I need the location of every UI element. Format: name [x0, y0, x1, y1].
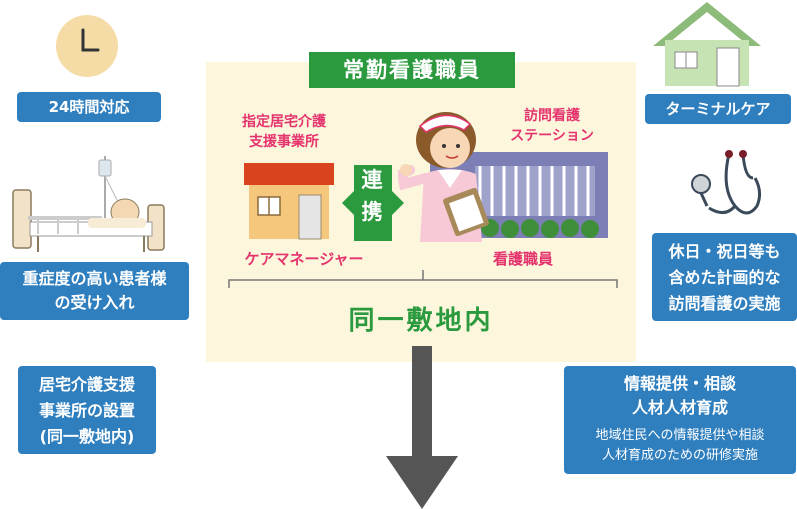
home-care-office-box: 居宅介護支援 事業所の設置 (同一敷地内): [18, 366, 156, 454]
severe-patients-line2: の受け入れ: [54, 293, 135, 312]
renkei-text: 連 携: [352, 164, 392, 228]
station-label-line1: 訪問看護: [524, 108, 580, 124]
24-hour-support-label: 24時間対応: [48, 98, 130, 116]
center-title: 常勤看護職員: [309, 52, 515, 88]
info-consult-box: 情報提供・相談 人材人材育成 地域住民への情報提供や相談 人材育成のための研修実…: [564, 366, 796, 474]
office-label-line2: 支援事業所: [249, 134, 319, 150]
info-consult-title2: 人材人材育成: [631, 398, 728, 417]
down-arrow-icon: [386, 346, 458, 509]
house-icon: [653, 2, 761, 87]
info-consult-title1: 情報提供・相談: [623, 374, 736, 393]
holiday-visits-box: 休日・祝日等も 含めた計画的な 訪問看護の実施: [652, 233, 797, 321]
home-care-office-line1: 居宅介護支援: [38, 375, 135, 394]
info-consult-sub1: 地域住民への情報提供や相談: [595, 428, 765, 443]
home-care-office-line2: 事業所の設置: [38, 401, 135, 420]
hospital-bed-icon: [12, 156, 165, 252]
info-consult-sub2: 人材育成のための研修実施: [601, 448, 758, 463]
office-label: 指定居宅介護 支援事業所: [222, 112, 346, 152]
holiday-visits-line3: 訪問看護の実施: [668, 294, 781, 313]
holiday-visits-line2: 含めた計画的な: [668, 268, 781, 287]
stethoscope-icon: [691, 150, 762, 215]
same-site-label: 同一敷地内: [348, 306, 494, 336]
severe-patients-line1: 重症度の高い患者様: [22, 269, 167, 288]
renkei-char2: 携: [361, 200, 383, 224]
renkei-double-arrow-icon: [342, 165, 404, 241]
24-hour-support-box: 24時間対応: [17, 92, 161, 122]
terminal-care-box: ターミナルケア: [645, 94, 791, 124]
holiday-visits-line1: 休日・祝日等も: [668, 242, 781, 261]
home-care-office-line3: (同一敷地内): [39, 427, 135, 446]
care-manager-label: ケアマネージャー: [244, 250, 364, 268]
office-house-icon: [244, 163, 334, 240]
station-label: 訪問看護 ステーション: [482, 106, 622, 146]
bracket-divider: [228, 270, 618, 288]
station-label-line2: ステーション: [510, 128, 594, 144]
nurse-illustration: [398, 112, 489, 242]
nurse-staff-label: 看護職員: [492, 250, 553, 268]
office-label-line1: 指定居宅介護: [242, 114, 326, 130]
renkei-char1: 連: [361, 168, 383, 192]
severe-patients-box: 重症度の高い患者様 の受け入れ: [0, 262, 189, 320]
terminal-care-label: ターミナルケア: [665, 100, 771, 118]
clock-icon: [56, 15, 118, 77]
